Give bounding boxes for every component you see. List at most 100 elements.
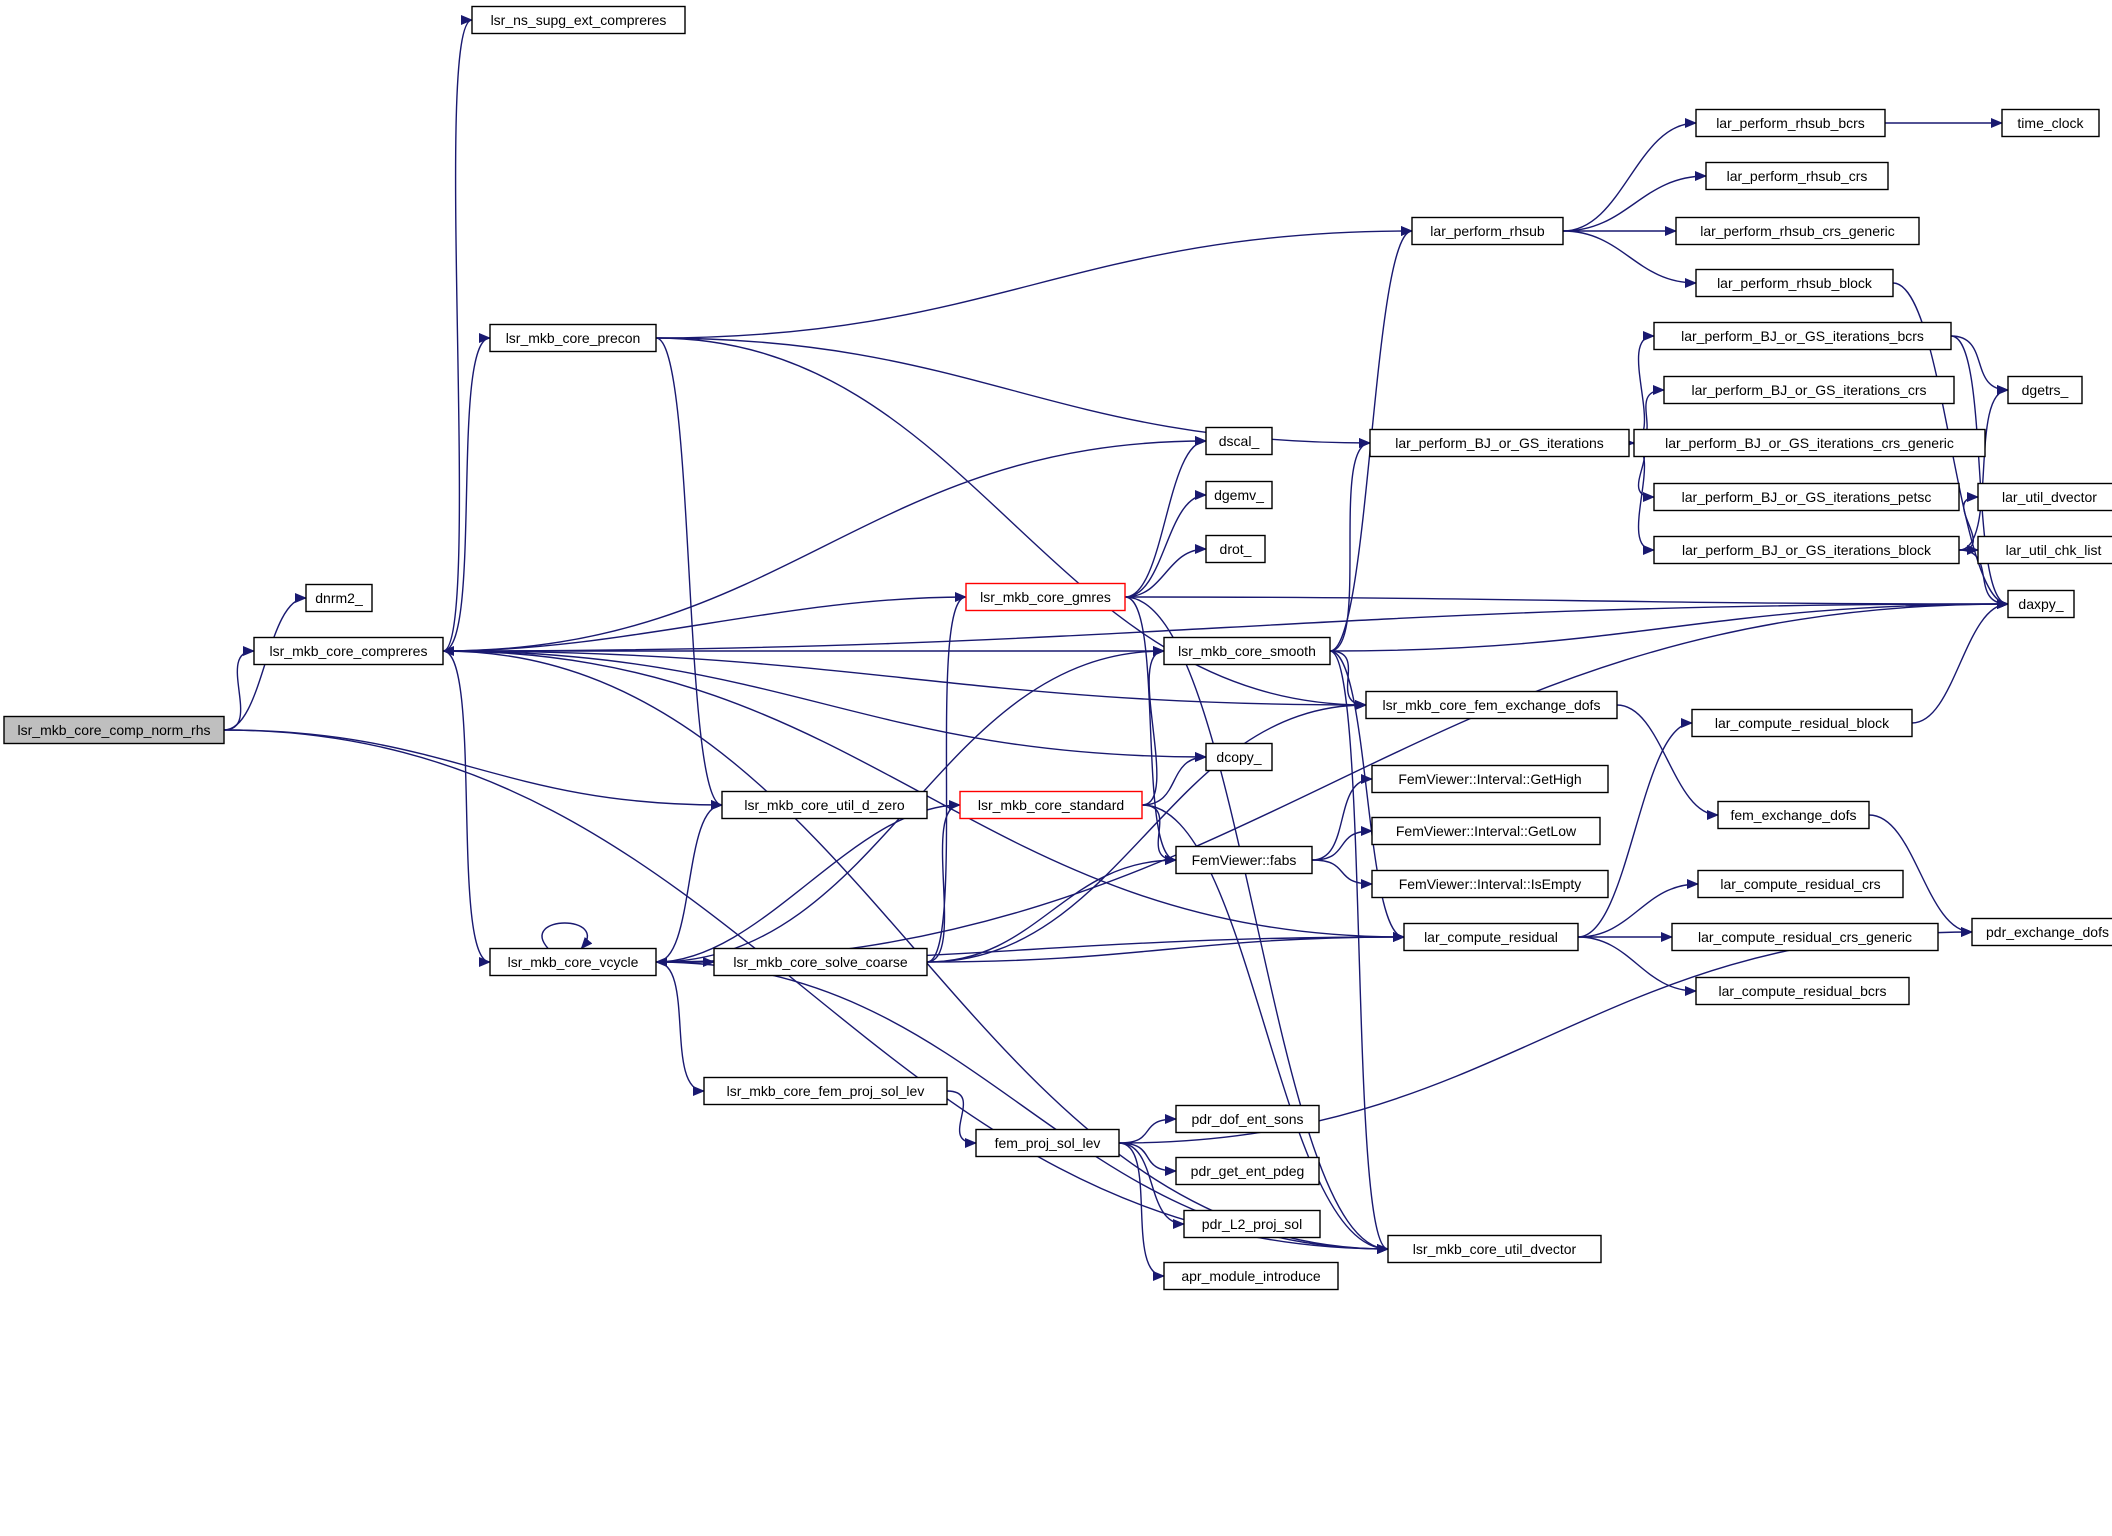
node-dgetrs[interactable]: dgetrs_ — [2007, 375, 2083, 405]
node-box — [1175, 1104, 1320, 1134]
node-box — [489, 947, 657, 977]
node-lar-util-chk-list[interactable]: lar_util_chk_list — [1977, 535, 2112, 565]
node-bj-gs[interactable]: lar_perform_BJ_or_GS_iterations — [1369, 428, 1630, 458]
edge-bj_gs_bcrs-to-daxpy — [1950, 335, 2009, 609]
node-lar-util-dvector[interactable]: lar_util_dvector — [1977, 482, 2112, 512]
node-bj-gs-crs[interactable]: lar_perform_BJ_or_GS_iterations_crs — [1663, 375, 1955, 405]
node-box — [1653, 482, 1960, 512]
node-daxpy[interactable]: daxpy_ — [2007, 589, 2075, 619]
edge-gmres-to-util_dvector_core — [1124, 596, 1389, 1254]
node-rhsub-block[interactable]: lar_perform_rhsub_block — [1695, 268, 1894, 298]
node-box — [1205, 534, 1266, 564]
node-label: lsr_mkb_core_util_dvector — [1413, 1241, 1577, 1257]
node-dcopy[interactable]: dcopy_ — [1205, 742, 1273, 772]
node-fem-exchange-dofs[interactable]: fem_exchange_dofs — [1717, 800, 1870, 830]
node-fem-exchange-dofs-core[interactable]: lsr_mkb_core_fem_exchange_dofs — [1365, 690, 1618, 720]
node-label: lar_perform_BJ_or_GS_iterations — [1395, 435, 1604, 451]
node-drot[interactable]: drot_ — [1205, 534, 1266, 564]
node-util-dvector-core[interactable]: lsr_mkb_core_util_dvector — [1387, 1234, 1602, 1264]
node-label: lsr_ns_supg_ext_compreres — [491, 12, 667, 28]
node-solve-coarse[interactable]: lsr_mkb_core_solve_coarse — [713, 947, 928, 977]
edge-smooth-to-bj_gs — [1329, 438, 1371, 652]
node-label: lsr_mkb_core_util_d_zero — [744, 797, 905, 813]
node-label: dnrm2_ — [315, 590, 363, 606]
edge-vcycle-to-util_d_zero — [655, 800, 723, 963]
node-apr-module-introduce[interactable]: apr_module_introduce — [1163, 1261, 1339, 1291]
node-label: lar_perform_rhsub_crs — [1727, 168, 1868, 184]
node-box — [1163, 1261, 1339, 1291]
edge-comp_norm_rhs-to-util_dvector_core — [223, 729, 1389, 1254]
edge-standard-to-vcycle — [655, 804, 961, 967]
node-label: lar_perform_rhsub_crs_generic — [1700, 223, 1895, 239]
node-label: lar_compute_residual_block — [1715, 715, 1890, 731]
node-box — [1671, 922, 1939, 952]
node-bj-gs-block[interactable]: lar_perform_BJ_or_GS_iterations_block — [1653, 535, 1960, 565]
node-dnrm2[interactable]: dnrm2_ — [305, 583, 373, 613]
node-compute-residual[interactable]: lar_compute_residual — [1403, 922, 1579, 952]
node-box — [1369, 428, 1630, 458]
edge-compreres-to-precon — [442, 333, 491, 652]
node-box — [703, 1076, 948, 1106]
node-label: lar_perform_BJ_or_GS_iterations_block — [1682, 542, 1932, 558]
node-rhsub[interactable]: lar_perform_rhsub — [1411, 216, 1564, 246]
node-box — [1633, 428, 1986, 458]
edges-layer — [223, 15, 2009, 1281]
node-rhsub-crs-generic[interactable]: lar_perform_rhsub_crs_generic — [1675, 216, 1920, 246]
node-is-empty[interactable]: FemViewer::Interval::IsEmpty — [1371, 869, 1609, 899]
node-box — [1675, 216, 1920, 246]
node-box — [1365, 690, 1618, 720]
node-compute-residual-block[interactable]: lar_compute_residual_block — [1691, 708, 1913, 738]
node-label: lsr_mkb_core_compreres — [270, 643, 428, 659]
node-compute-residual-crs[interactable]: lar_compute_residual_crs — [1697, 869, 1904, 899]
node-smooth[interactable]: lsr_mkb_core_smooth — [1163, 636, 1331, 666]
edge-solve_coarse-to-fabs — [926, 855, 1177, 963]
node-get-low[interactable]: FemViewer::Interval::GetLow — [1371, 816, 1601, 846]
node-dgemv[interactable]: dgemv_ — [1205, 480, 1273, 510]
node-comp-norm-rhs[interactable]: lsr_mkb_core_comp_norm_rhs — [3, 715, 225, 745]
node-label: drot_ — [1220, 541, 1252, 557]
node-box — [1411, 216, 1564, 246]
node-compreres[interactable]: lsr_mkb_core_compreres — [253, 636, 444, 666]
node-box — [1205, 426, 1273, 456]
node-pdr-get-ent-pdeg[interactable]: pdr_get_ent_pdeg — [1175, 1156, 1320, 1186]
edge-fem_proj_sol_lev-to-pdr_L2_proj_sol — [1118, 1142, 1185, 1229]
node-ns-supg[interactable]: lsr_ns_supg_ext_compreres — [471, 5, 686, 35]
node-box — [1653, 535, 1960, 565]
edge-compreres-to-daxpy — [442, 599, 2009, 652]
node-pdr-dof-ent-sons[interactable]: pdr_dof_ent_sons — [1175, 1104, 1320, 1134]
node-fem-proj-sol-lev[interactable]: fem_proj_sol_lev — [975, 1128, 1120, 1158]
node-get-high[interactable]: FemViewer::Interval::GetHigh — [1371, 764, 1609, 794]
node-label: lar_perform_rhsub_bcrs — [1716, 115, 1865, 131]
node-vcycle[interactable]: lsr_mkb_core_vcycle — [489, 947, 657, 977]
node-dscal[interactable]: dscal_ — [1205, 426, 1273, 456]
edge-bj_gs_bcrs-to-dgetrs — [1950, 335, 2009, 395]
node-standard[interactable]: lsr_mkb_core_standard — [959, 790, 1143, 820]
node-rhsub-bcrs[interactable]: lar_perform_rhsub_bcrs — [1695, 108, 1886, 138]
node-label: lar_perform_BJ_or_GS_iterations_crs_gene… — [1665, 435, 1954, 451]
node-bj-gs-bcrs[interactable]: lar_perform_BJ_or_GS_iterations_bcrs — [1653, 321, 1952, 351]
node-pdr-exchange-dofs[interactable]: pdr_exchange_dofs — [1971, 917, 2112, 947]
edge-gmres-to-compreres — [442, 596, 967, 656]
node-compute-residual-crs-generic[interactable]: lar_compute_residual_crs_generic — [1671, 922, 1939, 952]
node-bj-gs-crs-generic[interactable]: lar_perform_BJ_or_GS_iterations_crs_gene… — [1633, 428, 1986, 458]
edge-rhsub-to-rhsub_block — [1562, 230, 1697, 288]
edge-gmres-to-drot — [1124, 544, 1207, 598]
node-box — [713, 947, 928, 977]
node-gmres[interactable]: lsr_mkb_core_gmres — [965, 582, 1126, 612]
node-fabs[interactable]: FemViewer::fabs — [1175, 845, 1313, 875]
node-compute-residual-bcrs[interactable]: lar_compute_residual_bcrs — [1695, 976, 1910, 1006]
node-precon[interactable]: lsr_mkb_core_precon — [489, 323, 657, 353]
node-bj-gs-petsc[interactable]: lar_perform_BJ_or_GS_iterations_petsc — [1653, 482, 1960, 512]
node-box — [489, 323, 657, 353]
node-label: dcopy_ — [1216, 749, 1261, 765]
node-label: dgetrs_ — [2022, 382, 2069, 398]
node-fem-proj-sol-lev-core[interactable]: lsr_mkb_core_fem_proj_sol_lev — [703, 1076, 948, 1106]
node-pdr-L2-proj-sol[interactable]: pdr_L2_proj_sol — [1183, 1209, 1321, 1239]
node-box — [975, 1128, 1120, 1158]
node-rhsub-crs[interactable]: lar_perform_rhsub_crs — [1705, 161, 1889, 191]
node-label: lsr_mkb_core_fem_exchange_dofs — [1383, 697, 1601, 713]
edge-gmres-to-dgemv — [1124, 490, 1207, 598]
node-util-d-zero[interactable]: lsr_mkb_core_util_d_zero — [721, 790, 928, 820]
node-time-clock[interactable]: time_clock — [2001, 108, 2100, 138]
edge-compreres-to-ns_supg — [442, 15, 473, 652]
